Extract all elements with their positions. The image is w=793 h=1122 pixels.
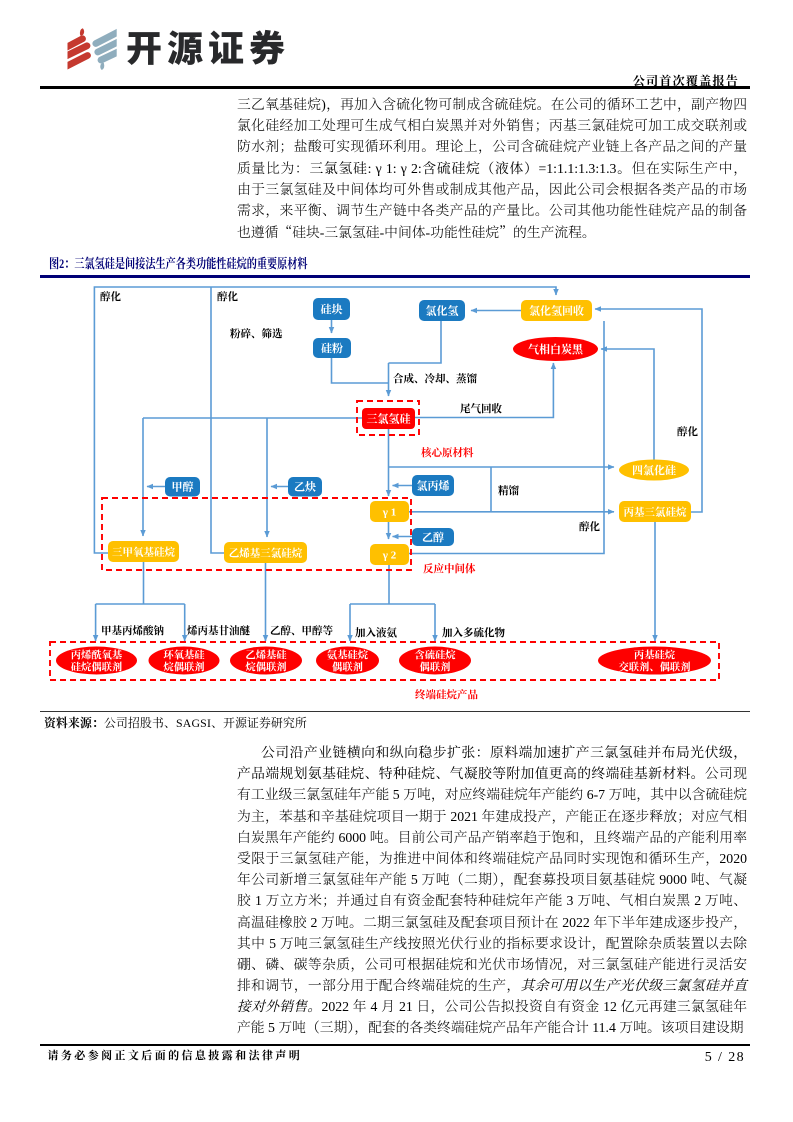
svg-text:三氯氢硅: 三氯氢硅	[367, 412, 411, 426]
svg-text:氯化氢回收: 氯化氢回收	[529, 304, 584, 318]
svg-text:乙醇、甲醇等: 乙醇、甲醇等	[270, 624, 333, 637]
svg-text:乙炔: 乙炔	[294, 480, 316, 494]
svg-text:烷偶联剂: 烷偶联剂	[244, 661, 286, 674]
svg-text:偶联剂: 偶联剂	[332, 661, 363, 674]
svg-text:三甲氧基硅烷: 三甲氧基硅烷	[112, 546, 175, 559]
svg-text:乙醇: 乙醇	[422, 530, 444, 544]
svg-text:甲基丙烯酸钠: 甲基丙烯酸钠	[101, 624, 164, 637]
svg-text:含硫硅烷: 含硫硅烷	[414, 649, 456, 662]
svg-text:烯丙基甘油醚: 烯丙基甘油醚	[186, 624, 250, 637]
svg-text:氯丙烯: 氯丙烯	[417, 479, 450, 493]
svg-text:氯化氢: 氯化氢	[426, 304, 459, 318]
svg-text:环氧基硅: 环氧基硅	[163, 649, 205, 662]
svg-text:硅烷偶联剂: 硅烷偶联剂	[71, 661, 122, 674]
svg-text:交联剂、偶联剂: 交联剂、偶联剂	[618, 661, 690, 674]
svg-text:γ 1: γ 1	[382, 507, 396, 519]
svg-text:醇化: 醇化	[217, 290, 238, 303]
svg-text:醇化: 醇化	[100, 290, 121, 303]
svg-text:醇化: 醇化	[677, 425, 698, 438]
svg-text:丙烯酰氧基: 丙烯酰氧基	[71, 649, 123, 662]
svg-text:反应中间体: 反应中间体	[423, 562, 476, 575]
svg-text:加入液氨: 加入液氨	[355, 626, 397, 639]
svg-text:终端硅烷产品: 终端硅烷产品	[415, 688, 478, 701]
svg-text:γ 2: γ 2	[382, 550, 397, 562]
svg-text:合成、冷却、蒸馏: 合成、冷却、蒸馏	[393, 372, 477, 385]
svg-text:加入多硫化物: 加入多硫化物	[442, 626, 505, 639]
svg-text:氨基硅烷: 氨基硅烷	[327, 649, 369, 662]
svg-text:硅块: 硅块	[321, 302, 343, 316]
svg-text:核心原材料: 核心原材料	[421, 446, 474, 459]
svg-text:丙基三氯硅烷: 丙基三氯硅烷	[624, 506, 687, 519]
svg-text:四氯化硅: 四氯化硅	[632, 463, 676, 477]
svg-text:偶联剂: 偶联剂	[420, 661, 451, 674]
svg-text:精馏: 精馏	[498, 484, 519, 497]
svg-text:乙烯基硅: 乙烯基硅	[245, 649, 287, 662]
svg-text:粉碎、筛选: 粉碎、筛选	[230, 327, 283, 340]
svg-text:醇化: 醇化	[579, 520, 600, 533]
svg-text:尾气回收: 尾气回收	[460, 402, 502, 415]
svg-text:乙烯基三氯硅烷: 乙烯基三氯硅烷	[229, 547, 303, 560]
svg-text:甲醇: 甲醇	[172, 480, 194, 494]
svg-text:气相白炭黑: 气相白炭黑	[528, 342, 584, 356]
svg-text:丙基硅烷: 丙基硅烷	[634, 649, 676, 662]
svg-text:烷偶联剂: 烷偶联剂	[162, 661, 204, 674]
svg-text:硅粉: 硅粉	[321, 341, 343, 355]
